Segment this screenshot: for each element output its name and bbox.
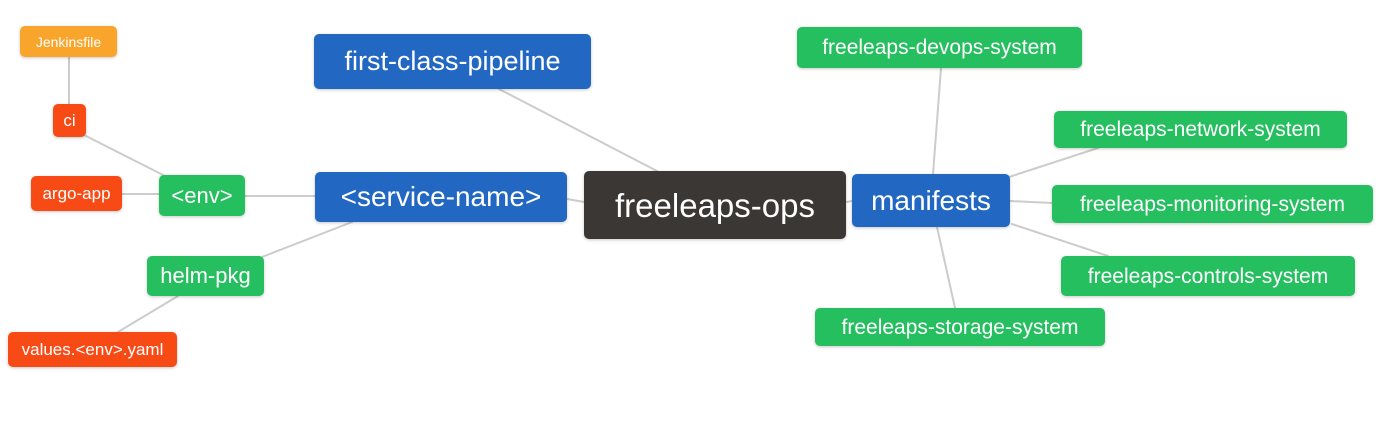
edge-helm-pkg-to-service-name — [261, 221, 353, 258]
edge-freeleaps-devops-system-to-manifests — [932, 67, 942, 175]
node-env[interactable]: <env> — [159, 175, 245, 216]
edge-manifests-to-freeleaps-network-system — [1008, 147, 1099, 178]
node-freeleaps-devops-system[interactable]: freeleaps-devops-system — [797, 27, 1082, 68]
node-argo-app[interactable]: argo-app — [31, 176, 122, 211]
edge-service-name-to-freeleaps-ops — [566, 198, 585, 203]
edge-manifests-to-freeleaps-storage-system — [936, 226, 956, 309]
node-freeleaps-storage-system[interactable]: freeleaps-storage-system — [815, 308, 1105, 346]
edge-manifests-to-freeleaps-monitoring-system — [1009, 200, 1053, 204]
node-manifests[interactable]: manifests — [852, 174, 1010, 227]
node-freeleaps-network-system[interactable]: freeleaps-network-system — [1054, 111, 1347, 148]
node-freeleaps-monitoring-system[interactable]: freeleaps-monitoring-system — [1052, 185, 1373, 223]
node-freeleaps-ops[interactable]: freeleaps-ops — [584, 171, 846, 239]
edge-ci-to-env — [83, 134, 168, 178]
node-helm-pkg[interactable]: helm-pkg — [147, 256, 264, 296]
node-service-name[interactable]: <service-name> — [315, 172, 567, 222]
edge-manifests-to-freeleaps-controls-system — [1011, 223, 1109, 257]
node-jenkinsfile[interactable]: Jenkinsfile — [20, 26, 117, 57]
node-ci[interactable]: ci — [53, 104, 86, 137]
node-first-class-pipeline[interactable]: first-class-pipeline — [314, 34, 591, 89]
node-values-env-yaml[interactable]: values.<env>.yaml — [8, 332, 177, 367]
edge-values-env-yaml-to-helm-pkg — [117, 295, 179, 333]
node-freeleaps-controls-system[interactable]: freeleaps-controls-system — [1061, 256, 1355, 296]
edge-first-class-pipeline-to-freeleaps-ops — [498, 88, 658, 172]
